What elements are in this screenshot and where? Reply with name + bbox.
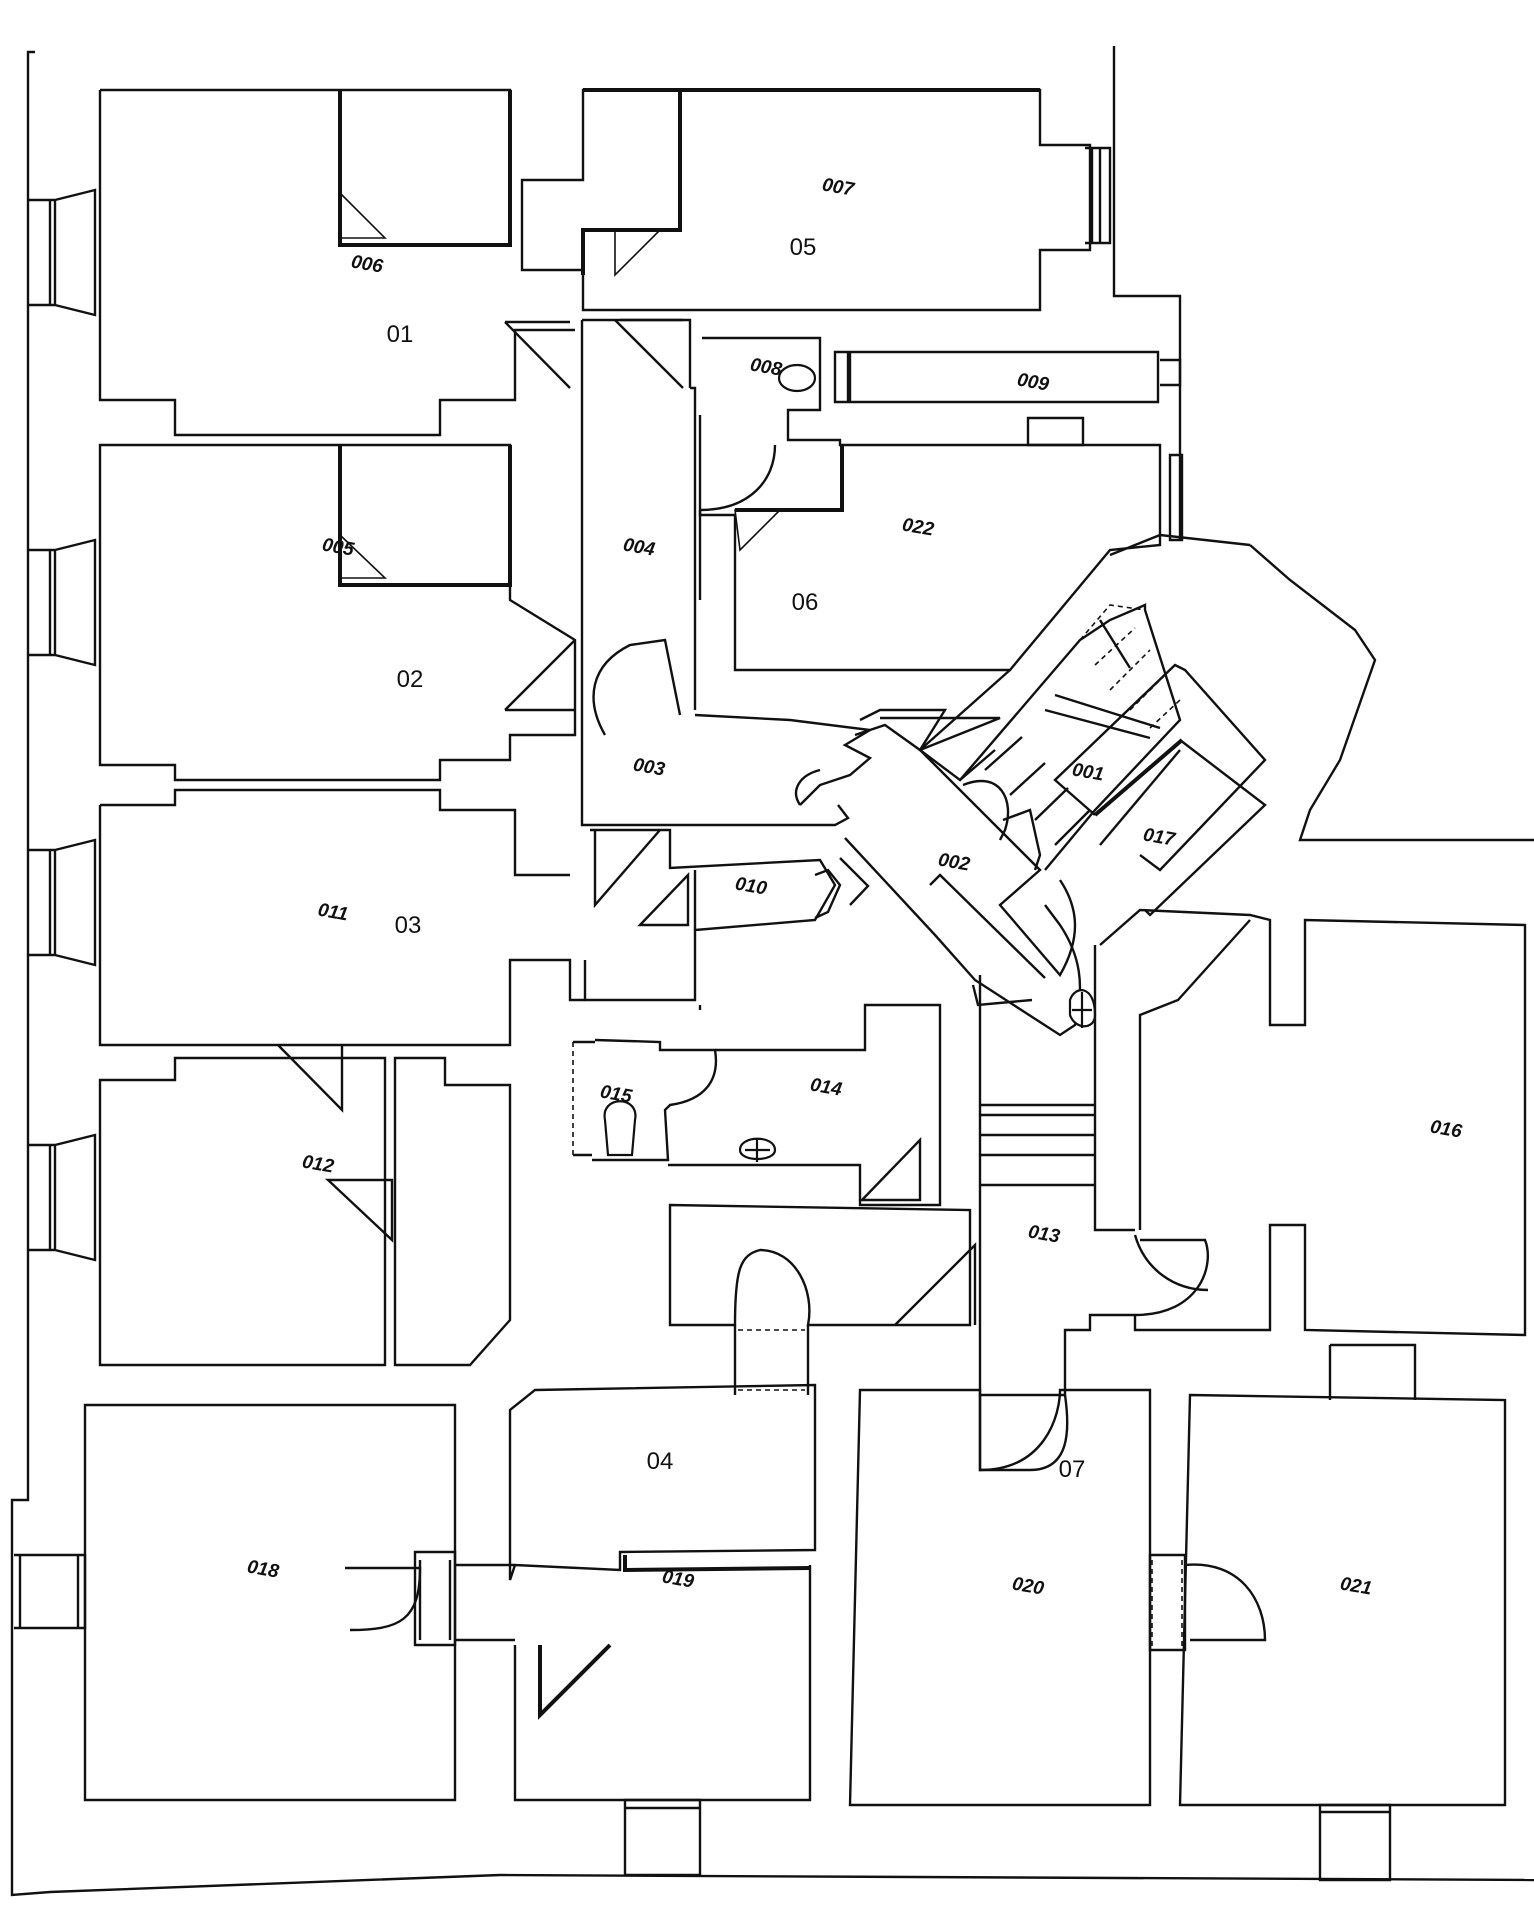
room-label-013: 013 [1027, 1221, 1062, 1247]
unit-01-walls [98, 88, 575, 437]
room-label-009: 009 [1016, 369, 1051, 395]
room-013-annex-walls [668, 1203, 977, 1395]
unit-label-02: 02 [397, 666, 424, 693]
unit-05-walls [520, 88, 1112, 312]
unit-012-walls [98, 1044, 512, 1367]
room-label-021: 021 [1339, 1573, 1374, 1599]
room-010-walls [583, 828, 870, 1002]
room-label-004: 004 [622, 534, 657, 560]
room-label-014: 014 [809, 1074, 844, 1100]
room-018-walls [83, 1403, 515, 1802]
room-013-walls [978, 975, 1209, 1472]
corridor-003-walls [580, 713, 921, 827]
room-014-015-walls [572, 1003, 942, 1207]
toilet-icon [777, 363, 817, 393]
unit-label-07: 07 [1059, 1456, 1086, 1483]
unit-02-walls [98, 443, 577, 782]
room-label-011: 011 [316, 900, 349, 926]
room-017-walls [1093, 738, 1267, 917]
unit-label-03: 03 [395, 912, 422, 939]
unit-04-walls [508, 1383, 817, 1802]
unit-label-04: 04 [647, 1448, 674, 1475]
room-label-005: 005 [321, 534, 356, 560]
corridor-004-walls [580, 318, 697, 736]
room-label-016: 016 [1429, 1116, 1464, 1142]
unit-label-01: 01 [387, 321, 414, 348]
unit-label-06: 06 [792, 589, 819, 616]
room-label-010: 010 [734, 873, 769, 899]
room-020-walls [848, 1388, 1187, 1807]
room-label-001: 001 [1071, 759, 1106, 785]
unit-label-05: 05 [790, 234, 817, 261]
room-label-006: 006 [350, 251, 385, 277]
room-label-018: 018 [246, 1556, 281, 1582]
room-label-015: 015 [599, 1081, 634, 1107]
room-016-walls [1093, 908, 1527, 1337]
room-label-003: 003 [632, 754, 667, 780]
room-label-002: 002 [937, 849, 972, 875]
room-021-walls [623, 1343, 1507, 1882]
unit-06-walls [698, 336, 1184, 672]
room-label-022: 022 [901, 514, 936, 540]
room-label-007: 007 [821, 174, 857, 200]
stair-hall-walls [859, 533, 1267, 979]
unit-03-walls [98, 788, 585, 1047]
room-label-020: 020 [1011, 1573, 1046, 1599]
room-002-walls [844, 837, 1097, 1037]
room-label-017: 017 [1142, 824, 1178, 850]
room-label-012: 012 [301, 1151, 336, 1177]
room-label-019: 019 [661, 1566, 696, 1592]
windows-west [14, 188, 97, 1630]
